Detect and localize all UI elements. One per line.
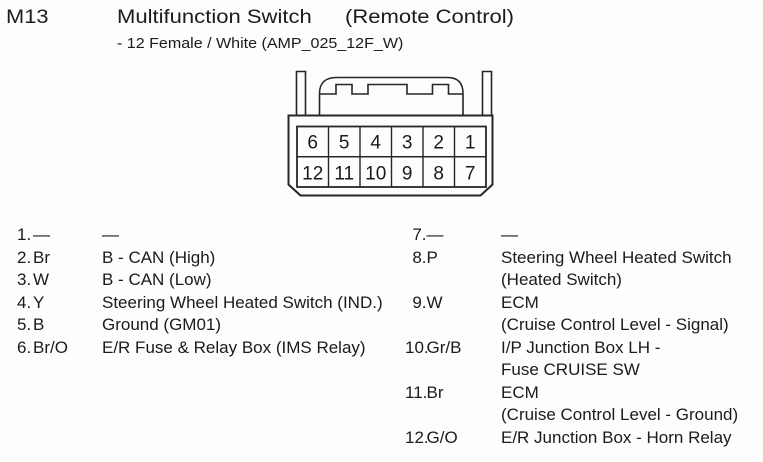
pin-table-left: 1. — — 2. Br B - CAN (High) 3. W B - CAN…: [17, 224, 383, 359]
pin-row: 3. W B - CAN (Low): [17, 269, 383, 292]
page-title: Multifunction Switch: [117, 7, 312, 28]
pin-description: E/R Junction Box - Horn Relay: [501, 427, 732, 447]
pin-description: ECM (Cruise Control Level - Signal): [501, 292, 738, 337]
pin-number: 9.: [412, 292, 427, 312]
page-title-suffix: (Remote Control): [345, 7, 515, 28]
pin-cell-label: 4: [370, 133, 381, 154]
pin-cell-label: 3: [402, 133, 413, 154]
wire-color: —: [426, 225, 444, 244]
connector-body-outline: [287, 114, 494, 197]
pin-cell-label: 5: [339, 133, 350, 154]
pin-row: 1. — —: [17, 224, 383, 247]
pin-cell-label: 9: [402, 164, 413, 185]
pin-number: 5.: [17, 315, 32, 334]
pin-description: B - CAN (Low): [102, 270, 212, 289]
pin-number: 4.: [17, 292, 32, 312]
wire-color: —: [33, 225, 50, 244]
mount-tab-right-icon: [481, 70, 493, 116]
wire-color: Br/O: [33, 337, 68, 357]
pin-row: 5. B Ground (GM01): [17, 314, 383, 337]
wire-color: Br: [33, 247, 50, 267]
pin-number: 6.: [17, 337, 32, 357]
pin-cell-label: 2: [433, 133, 444, 154]
pin-row: 12. G/O E/R Junction Box - Horn Relay: [405, 427, 738, 450]
wire-color: W: [33, 270, 50, 289]
pin-description: B - CAN (High): [102, 247, 216, 267]
pin-cell-label: 8: [433, 164, 444, 185]
wire-color: Br: [426, 382, 444, 402]
pin-description: ECM (Cruise Control Level - Ground): [501, 382, 738, 427]
pin-row: 2. Br B - CAN (High): [17, 247, 383, 270]
wire-color: Gr/B: [426, 337, 462, 357]
pin-description: Steering Wheel Heated Switch (Heated Swit…: [501, 247, 738, 292]
pin-description: —: [501, 225, 518, 244]
latch-teeth-line: [319, 83, 463, 95]
pin-row: 11. Br ECM (Cruise Control Level - Ground…: [405, 382, 738, 427]
connector-subtitle: - 12 Female / White (AMP_025_12F_W): [117, 35, 404, 52]
pin-grid-lines: [297, 126, 486, 187]
connector-diagram: 6 5 4 3 2 1 12 11 10 9 8 7: [287, 70, 494, 197]
wire-color: G/O: [426, 427, 458, 447]
pin-description: E/R Fuse & Relay Box (IMS Relay): [102, 337, 366, 357]
pin-cell-label: 11: [334, 164, 354, 185]
pin-description-line2: (Heated Switch): [501, 270, 622, 289]
pin-row: 4. Y Steering Wheel Heated Switch (IND.): [17, 292, 383, 315]
wire-color: Y: [33, 292, 45, 312]
pin-description-line1: I/P Junction Box LH -: [501, 337, 661, 357]
pin-number: 11.: [405, 382, 428, 402]
wire-color: W: [426, 292, 443, 312]
pin-cell-label: 12: [302, 164, 323, 185]
pin-cell-label: 10: [365, 164, 386, 185]
pin-cell-label: 1: [465, 133, 476, 154]
pin-description-line2: (Cruise Control Level - Ground): [501, 405, 739, 424]
pin-row: 9. W ECM (Cruise Control Level - Signal): [405, 292, 738, 337]
pin-description: I/P Junction Box LH - Fuse CRUISE SW: [501, 337, 738, 382]
pin-number: 1.: [17, 225, 32, 244]
pin-table-right: 7. — — 8. P Steering Wheel Heated Switch…: [405, 224, 738, 449]
pin-number: 10.: [405, 337, 429, 357]
latch-hump-outline: [318, 76, 464, 116]
pin-description-line2: Fuse CRUISE SW: [501, 360, 640, 379]
pin-description-line2: (Cruise Control Level - Signal): [501, 315, 729, 334]
pin-cell-label: 6: [307, 133, 318, 154]
pin-row: 6. Br/O E/R Fuse & Relay Box (IMS Relay): [17, 337, 383, 360]
pin-description-line1: ECM: [501, 292, 539, 312]
mount-tab-left-icon: [295, 70, 307, 116]
pin-number: 12.: [405, 427, 429, 447]
pin-description: —: [102, 225, 119, 244]
pin-number: 3.: [17, 270, 32, 289]
pin-number: 8.: [412, 247, 427, 267]
pin-description: Ground (GM01): [102, 315, 222, 334]
pin-number: 2.: [17, 247, 32, 267]
pin-cell-label: 7: [465, 164, 476, 185]
connector-id: M13: [6, 7, 49, 28]
pin-description: Steering Wheel Heated Switch (IND.): [102, 292, 383, 312]
wire-color: P: [426, 247, 438, 267]
wire-color: B: [33, 315, 45, 334]
pin-description-line1: ECM: [501, 382, 539, 402]
pin-number: 7.: [412, 225, 427, 244]
pin-row: 8. P Steering Wheel Heated Switch (Heated…: [405, 247, 738, 292]
pin-description-line1: Steering Wheel Heated Switch: [501, 247, 732, 267]
pin-row: 7. — —: [405, 224, 738, 247]
pin-row: 10. Gr/B I/P Junction Box LH - Fuse CRUIS…: [405, 337, 738, 382]
